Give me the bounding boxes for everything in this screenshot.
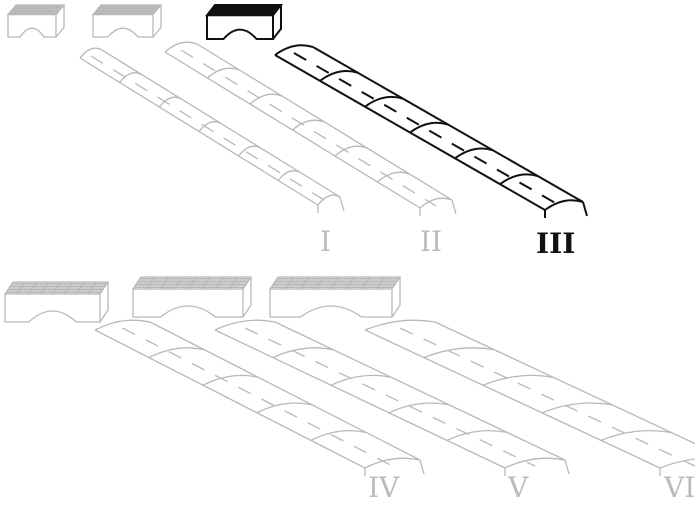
cover-box-1 (6, 4, 66, 38)
tile-strip-5 (214, 319, 570, 476)
tile-strip-6 (364, 319, 695, 476)
cover-box-4 (3, 281, 110, 323)
tile-strip-2 (164, 41, 457, 216)
label-ii: II (420, 225, 443, 258)
tile-strip-1 (79, 47, 345, 213)
cover-box-2 (91, 4, 163, 38)
label-iii: III (536, 227, 576, 260)
cover-box-6 (268, 276, 402, 318)
tile-strip-4 (94, 319, 425, 476)
tile-strip-3 (274, 44, 588, 218)
cover-box-3 (204, 4, 284, 40)
cover-box-5 (131, 276, 253, 318)
label-i: I (320, 225, 332, 258)
label-vi: VI (664, 471, 695, 504)
label-iv: IV (368, 471, 400, 504)
label-v: V (508, 471, 529, 504)
